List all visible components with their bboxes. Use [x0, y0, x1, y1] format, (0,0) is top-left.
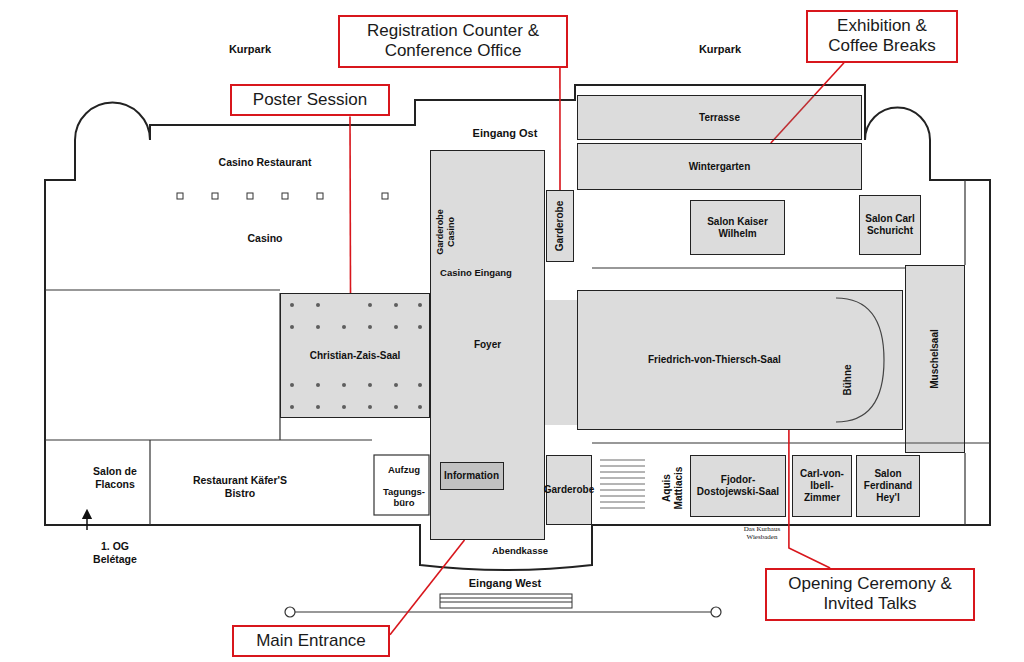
area-label: Eingang Ost — [473, 127, 538, 140]
callout-text: Registration Counter & Conference Office — [348, 21, 558, 62]
staircase — [600, 460, 645, 508]
entrance-steps — [440, 594, 572, 608]
room-name: Salon Carl Schuricht — [863, 213, 917, 237]
area-label: Abendkasse — [492, 545, 548, 556]
room-box: Wintergarten — [577, 143, 862, 190]
upstairs-arrow — [86, 514, 88, 530]
area-label: Das Kurhaus Wiesbaden — [740, 525, 784, 542]
area-label: 1. OG Belétage — [87, 540, 143, 565]
room-name: Salon Kaiser Wilhelm — [694, 216, 781, 240]
foyer-arm — [545, 300, 577, 425]
area-label: Tagungs-büro — [382, 486, 426, 509]
leader-line — [390, 540, 465, 635]
room-box: Salon Kaiser Wilhelm — [690, 200, 785, 255]
room-name: Muschelsaal — [929, 329, 941, 388]
room-box: FoyerInformation — [430, 150, 545, 540]
area-label: Casino Eingang — [440, 267, 512, 278]
callout-text: Main Entrance — [256, 631, 366, 651]
area-label: Salon de Flacons — [84, 465, 146, 490]
balustrade — [285, 607, 721, 617]
area-label: Aufzug — [388, 464, 420, 475]
area-label: Kurpark — [699, 43, 741, 56]
room-box: Friedrich-von-Thiersch-Saal — [577, 290, 903, 430]
area-label: Casino — [247, 232, 282, 245]
room-name: Garderobe — [544, 484, 595, 496]
callout-text: Poster Session — [253, 90, 367, 110]
room-name: Christian-Zais-Saal — [310, 350, 401, 362]
leader-line — [559, 68, 561, 190]
area-label: Aquis Mattiacis — [661, 460, 685, 516]
room-box: Garderobe — [546, 190, 574, 262]
room-box: Salon Ferdinand Hey'l — [856, 455, 920, 517]
room-name: Terrasse — [699, 112, 740, 124]
area-label: Casino Restaurant — [219, 156, 312, 169]
room-box: Garderobe — [546, 455, 592, 525]
room-box: Information — [440, 462, 504, 490]
room-name: Salon Ferdinand Hey'l — [860, 468, 916, 504]
room-box: Carl-von-Ibell-Zimmer — [792, 455, 852, 517]
room-box: Christian-Zais-Saal — [280, 293, 430, 418]
elevator-room — [374, 455, 429, 515]
room-name: Wintergarten — [689, 161, 751, 173]
callout-text: Opening Ceremony & Invited Talks — [775, 574, 965, 615]
callout-box: Main Entrance — [232, 625, 390, 657]
room-name: Fjodor-Dostojewski-Saal — [694, 474, 782, 498]
area-label: Garderobe Casino — [435, 201, 457, 263]
room-box: Salon Carl Schuricht — [859, 195, 921, 255]
room-name: Friedrich-von-Thiersch-Saal — [648, 354, 781, 366]
callout-text: Exhibition & Coffee Breaks — [816, 16, 948, 57]
callout-box: Registration Counter & Conference Office — [338, 15, 568, 68]
callout-box: Exhibition & Coffee Breaks — [806, 10, 958, 63]
area-label: Bühne — [842, 364, 854, 395]
casino-columns — [177, 193, 388, 199]
area-label: Eingang West — [469, 577, 542, 590]
leader-line — [349, 116, 351, 293]
building-outline — [45, 85, 990, 570]
room-box: Terrasse — [577, 95, 862, 140]
room-name: Carl-von-Ibell-Zimmer — [796, 468, 848, 504]
room-box: Muschelsaal — [905, 265, 965, 453]
room-name: Foyer — [474, 339, 501, 351]
callout-box: Opening Ceremony & Invited Talks — [765, 568, 975, 621]
room-name: Information — [444, 470, 499, 482]
area-label: Restaurant Käfer'S Bistro — [190, 474, 290, 499]
area-label: Kurpark — [229, 43, 271, 56]
room-name: Garderobe — [554, 201, 566, 252]
room-box: Fjodor-Dostojewski-Saal — [690, 455, 786, 517]
callout-box: Poster Session — [230, 84, 390, 116]
